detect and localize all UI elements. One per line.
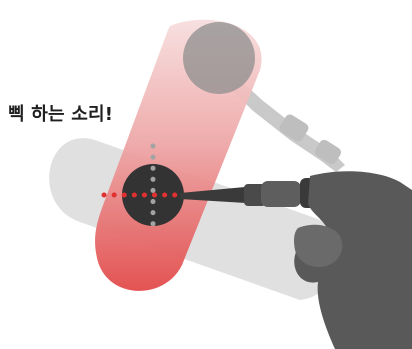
hand-icon [294,171,412,349]
ghost-coil-icon [183,22,255,94]
beep-caption: 삑 하는 소리! [8,100,113,126]
